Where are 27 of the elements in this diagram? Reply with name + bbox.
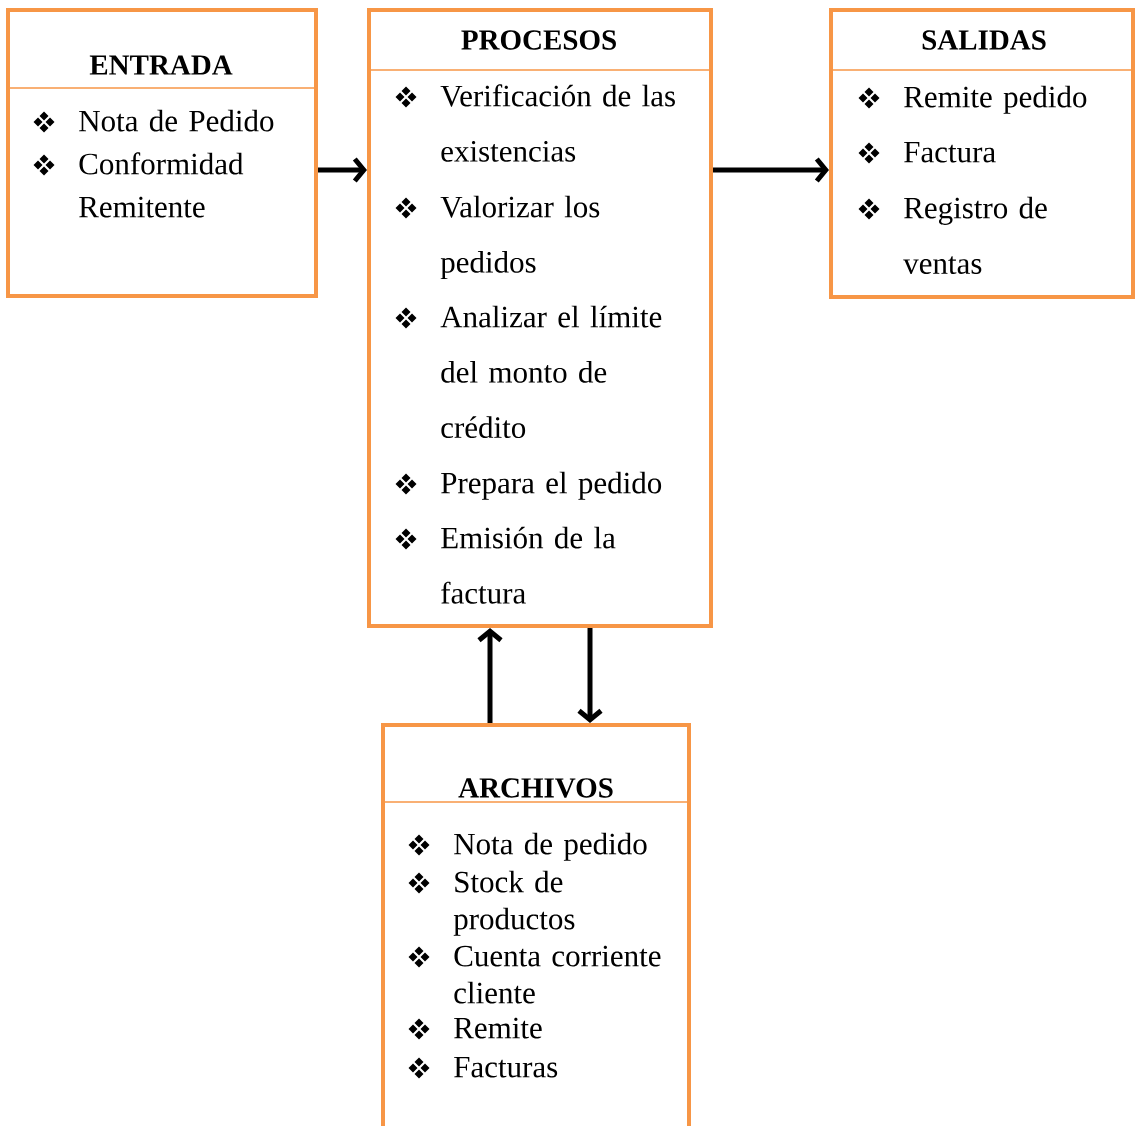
list-box bbox=[367, 8, 713, 628]
list-item: Analizar el límite del monto de crédito bbox=[440, 305, 662, 439]
box-heading: ARCHIVOS bbox=[458, 778, 613, 798]
box-heading: ENTRADA bbox=[89, 55, 233, 75]
list-item: Emisión de la factura bbox=[441, 526, 616, 604]
arrow bbox=[318, 157, 367, 183]
list-item: Verificación de las existencias bbox=[440, 84, 675, 162]
arrow bbox=[477, 628, 503, 723]
box-heading: PROCESOS bbox=[461, 30, 616, 50]
list-item: Remite bbox=[454, 1017, 542, 1039]
list-item: Nota de Pedido bbox=[79, 109, 274, 132]
list-item: Conformidad Remitente bbox=[79, 152, 244, 218]
arrow bbox=[577, 628, 603, 723]
list-item: Nota de pedido bbox=[454, 832, 647, 861]
list-item: Valorizar los pedidos bbox=[440, 195, 600, 280]
list-item: Remite pedido bbox=[904, 85, 1087, 114]
list-item: Cuenta corriente cliente bbox=[454, 945, 661, 1004]
list-box bbox=[6, 8, 318, 298]
list-item: Registro de ventas bbox=[903, 196, 1047, 274]
list-item: Stock de productos bbox=[453, 870, 575, 936]
list-item: Facturas bbox=[454, 1056, 558, 1078]
list-item: Factura bbox=[904, 141, 996, 163]
box-heading: SALIDAS bbox=[922, 30, 1046, 50]
arrow bbox=[713, 157, 829, 183]
list-box bbox=[381, 723, 691, 1126]
list-item: Prepara el pedido bbox=[441, 471, 662, 500]
list-box bbox=[829, 8, 1135, 299]
